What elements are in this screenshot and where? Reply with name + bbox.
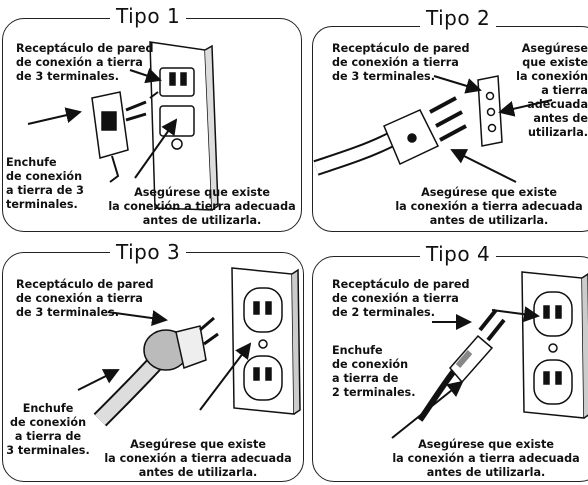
tipo4-plug — [417, 308, 506, 422]
tipo4-check-label: Asegúrese que existe la conexión a tierr… — [392, 438, 580, 479]
tipo3-receptacle-label: Receptáculo de pared de conexión a tierr… — [16, 278, 154, 319]
tipo1-check-label: Asegúrese que existe la conexión a tierr… — [108, 186, 296, 227]
tipo1-wall-plate — [149, 41, 219, 211]
tipo4-wall-plate — [521, 271, 588, 419]
tipo2-receptacle-label: Receptáculo de pared de conexión a tierr… — [332, 42, 470, 83]
tipo3-plug-label: Enchufe de conexión a tierra de 3 termin… — [6, 402, 90, 457]
tipo2-check-side-label: Asegúrese que existe la conexión a tierr… — [516, 42, 588, 139]
tipo3-wall-plate — [231, 267, 301, 415]
tipo3-check-label: Asegúrese que existe la conexión a tierr… — [104, 438, 292, 479]
tipo2-wall-plate — [477, 75, 503, 147]
tipo1-receptacle-label: Receptáculo de pared de conexión a tierr… — [16, 42, 154, 83]
title-tipo-4: Tipo 4 — [420, 244, 497, 264]
title-tipo-3: Tipo 3 — [110, 242, 187, 262]
tipo1-adapter — [91, 91, 159, 183]
title-tipo-2: Tipo 2 — [420, 8, 497, 28]
title-tipo-1: Tipo 1 — [110, 6, 187, 26]
tipo2-plug — [313, 96, 467, 176]
tipo3-plug — [93, 316, 219, 427]
tipo4-receptacle-label: Receptáculo de pared de conexión a tierr… — [332, 278, 470, 319]
tipo1-plug-label: Enchufe de conexión a tierra de 3 termin… — [6, 156, 84, 211]
tipo4-plug-label: Enchufe de conexión a tierra de 2 termin… — [332, 344, 416, 399]
tipo2-check-label: Asegúrese que existe la conexión a tierr… — [395, 186, 583, 227]
